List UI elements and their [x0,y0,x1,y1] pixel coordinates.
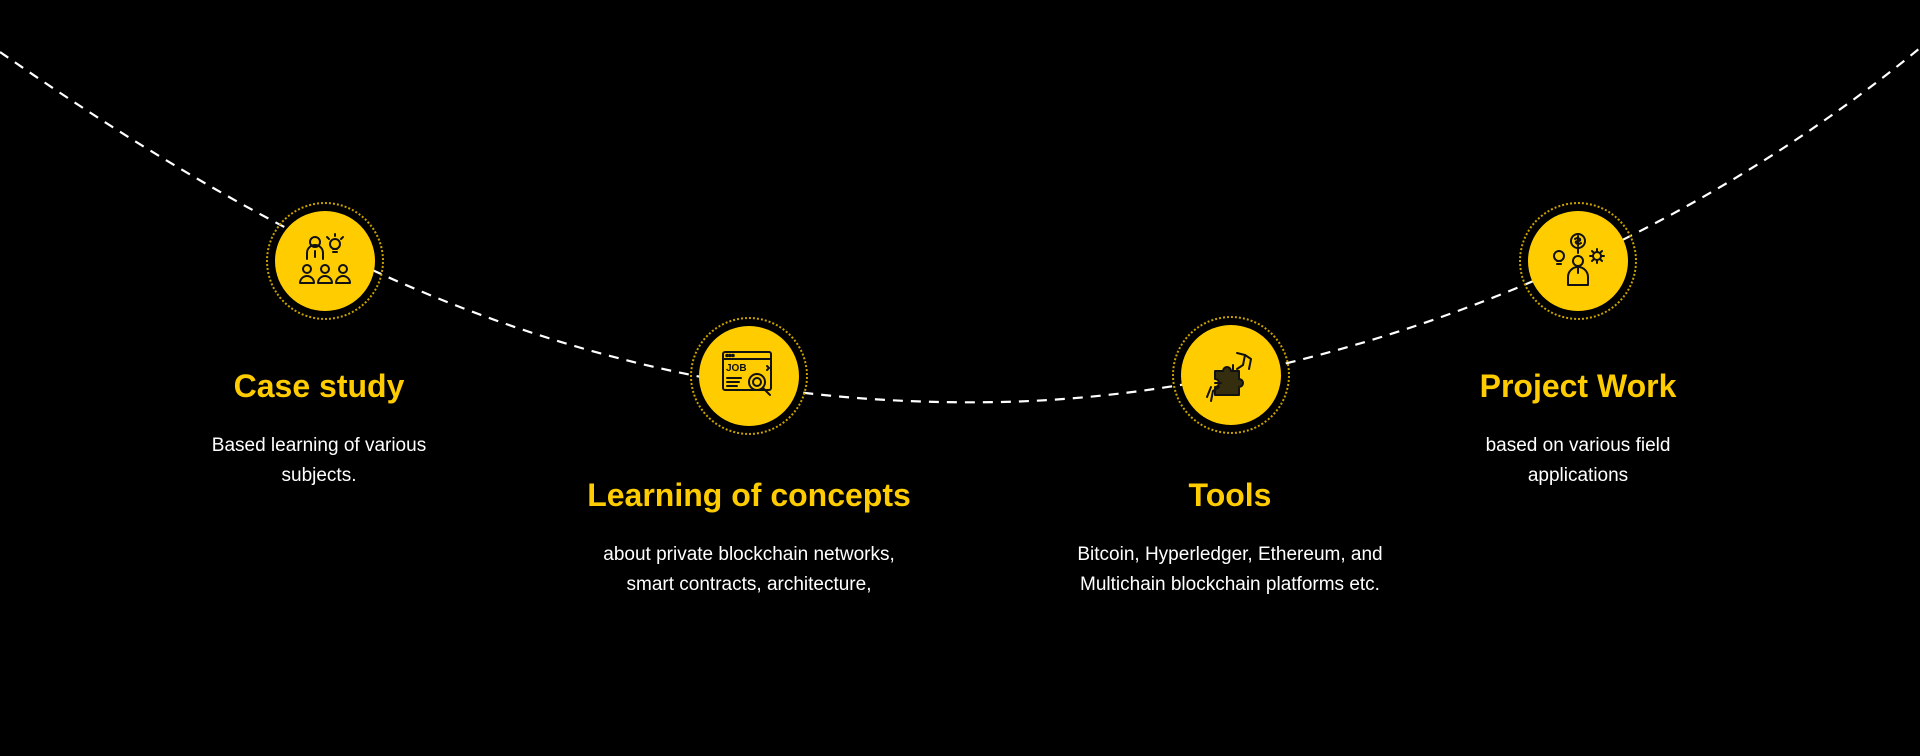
step-tools: Tools Bitcoin, Hyperledger, Ethereum, an… [1020,477,1440,600]
step-case-study: Case study Based learning of various sub… [109,368,529,491]
svg-text:JOB: JOB [726,363,747,374]
step-description-line-1: Bitcoin, Hyperledger, Ethereum, and [1077,544,1383,565]
step-title: Learning of concepts [587,477,911,513]
step-description-line-2: smart contracts, architecture, [626,574,872,595]
step-description-line-2: subjects. [281,465,357,486]
step-icon-tools [1172,316,1290,434]
job-search-icon: JOB [722,351,772,396]
step-description-line-1: based on various field [1485,435,1671,456]
presenter-audience-icon [299,233,351,284]
step-title: Tools [1188,477,1272,513]
step-title: Case study [233,368,405,404]
step-icon-project-work [1519,202,1637,320]
step-description-line-2: applications [1527,465,1629,486]
puzzle-hands-icon [1206,352,1252,402]
idea-money-gear-icon [1553,233,1605,286]
step-icon-learning-of-concepts: JOB [690,317,808,435]
step-title: Project Work [1479,368,1677,404]
step-description-line-1: Based learning of various [211,435,427,456]
step-project-work: Project Work based on various field appl… [1368,368,1788,491]
step-learning-of-concepts: Learning of concepts about private block… [539,477,959,600]
step-description-line-1: about private blockchain networks, [603,544,895,565]
step-description-line-2: Multichain blockchain platforms etc. [1080,574,1380,595]
step-icon-case-study [266,202,384,320]
